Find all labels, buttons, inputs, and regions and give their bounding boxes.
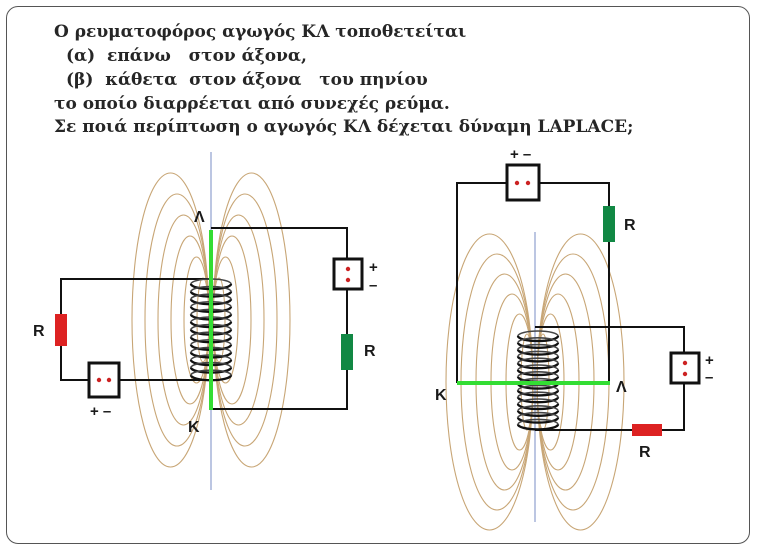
label-minus-right-a: – bbox=[369, 277, 377, 294]
coil-turn-back bbox=[517, 364, 559, 371]
terminal-dot bbox=[525, 180, 531, 186]
terminal-dot bbox=[514, 180, 520, 186]
diagram-b: Κ Λ R R + – + – bbox=[435, 146, 714, 531]
wire-b-top-right bbox=[540, 182, 610, 206]
coil-turn-back bbox=[517, 337, 559, 344]
resistor-left-a bbox=[55, 314, 67, 346]
wire-a-top bbox=[211, 227, 348, 258]
coil-turn-front bbox=[516, 355, 560, 363]
coil-turn-front bbox=[516, 410, 560, 417]
source-right-a bbox=[332, 257, 364, 291]
coil-turn-back bbox=[517, 357, 559, 364]
coil-b bbox=[516, 330, 560, 431]
question-line-3: (β) κάθετα στον άξονα του πηνίου bbox=[66, 70, 428, 90]
source-bottom-a bbox=[87, 361, 121, 399]
resistor-right-a bbox=[341, 334, 353, 370]
label-polarity-bottom-a: + – bbox=[90, 403, 111, 420]
coil-turn-back bbox=[517, 391, 559, 398]
question-line-2: (α) επάνω στον άξονα, bbox=[66, 46, 307, 66]
label-plus-right-b: + bbox=[705, 352, 714, 369]
coil-turn-front bbox=[516, 389, 560, 397]
coil-turn-front bbox=[516, 403, 560, 411]
coil-turn-front bbox=[516, 362, 560, 370]
source-top-b bbox=[505, 163, 541, 202]
coil-turn-front bbox=[516, 423, 560, 431]
coil-turn-back bbox=[517, 350, 559, 357]
coil-turn-back bbox=[517, 411, 559, 418]
coil-turn-front bbox=[516, 369, 560, 377]
label-resistor-left-a: R bbox=[33, 323, 45, 340]
page-border bbox=[6, 6, 750, 544]
source-right-b bbox=[669, 351, 701, 385]
resistor-bottom-b bbox=[632, 424, 662, 436]
coil-turn-back bbox=[517, 384, 559, 391]
wire-b-top-left bbox=[456, 182, 506, 383]
label-lambda-b: Λ bbox=[616, 379, 627, 396]
wire-a-left-bottom bbox=[60, 346, 88, 381]
label-resistor-right-a: R bbox=[364, 343, 376, 360]
wire-b-coil-top bbox=[535, 326, 685, 353]
terminal-dot bbox=[345, 277, 351, 283]
resistor-top-b bbox=[603, 206, 615, 242]
question-line-1: Ο ρευματοφόρος αγωγός ΚΛ τοποθετείται bbox=[54, 22, 467, 42]
coil-turn-back bbox=[517, 343, 559, 350]
field-line bbox=[144, 193, 210, 447]
label-polarity-top-b: + – bbox=[510, 146, 531, 163]
coil-turn-back bbox=[517, 371, 559, 378]
terminal-dot bbox=[345, 266, 351, 272]
label-lambda-a: Λ bbox=[194, 209, 205, 226]
coil-turn-front bbox=[516, 383, 560, 390]
wire-a-bottom bbox=[211, 370, 348, 410]
terminal-dot bbox=[682, 360, 688, 366]
label-resistor-top-b: R bbox=[624, 217, 636, 234]
label-plus-right-a: + bbox=[369, 259, 378, 276]
coil-turn-back bbox=[517, 330, 559, 337]
coil-turn-front bbox=[516, 349, 560, 356]
label-resistor-bottom-b: R bbox=[639, 444, 651, 461]
terminal-dot bbox=[682, 371, 688, 377]
label-kappa-a: Κ bbox=[188, 419, 200, 436]
question-line-5: Σε ποιά περίπτωση ο αγωγός ΚΛ δέχεται δύ… bbox=[54, 117, 634, 137]
wire-a-left-top bbox=[60, 278, 211, 314]
coil-turn-front bbox=[516, 396, 560, 404]
coil-turn-back bbox=[517, 405, 559, 412]
coil-turn-back bbox=[517, 398, 559, 405]
diagram-a: Λ Κ R R + – + – bbox=[33, 152, 378, 490]
label-kappa-b: Κ bbox=[435, 387, 447, 404]
label-minus-right-b: – bbox=[705, 369, 713, 386]
coil-turn-front bbox=[516, 335, 560, 343]
question-line-4: το οποίο διαρρέεται από συνεχές ρεύμα. bbox=[54, 94, 450, 114]
terminal-dot bbox=[96, 377, 102, 383]
terminal-dot bbox=[106, 377, 112, 383]
wire-b-right-bottom bbox=[662, 383, 685, 431]
coil-turn-back bbox=[517, 418, 559, 425]
coil-turn-front bbox=[516, 342, 560, 349]
coil-turn-front bbox=[516, 417, 560, 424]
